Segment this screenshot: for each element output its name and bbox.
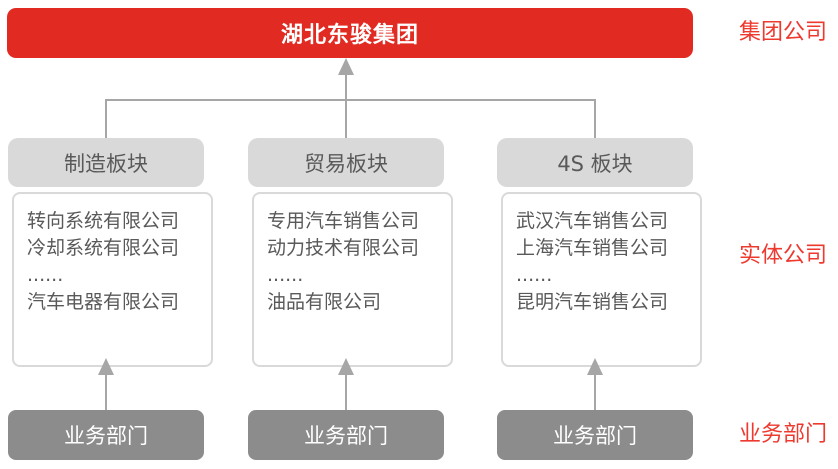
connector-line (345, 374, 347, 410)
sector-company-list-4s: 武汉汽车销售公司 上海汽车销售公司 ...... 昆明汽车销售公司 (501, 192, 702, 367)
side-label-entity: 实体公司 (739, 243, 828, 268)
arrow-up-icon (98, 358, 114, 375)
department-label: 业务部门 (64, 424, 148, 448)
sector-header-4s: 4S 板块 (497, 138, 693, 187)
connector-line (105, 101, 107, 138)
ellipsis-item: ...... (267, 264, 304, 286)
ellipsis-item: ...... (27, 264, 64, 286)
ellipsis-item: ...... (516, 264, 553, 286)
company-item: 上海汽车销售公司 (516, 237, 669, 259)
sector-company-list-manufacturing: 转向系统有限公司 冷却系统有限公司 ...... 汽车电器有限公司 (12, 192, 213, 367)
company-item: 动力技术有限公司 (267, 237, 420, 259)
connector-line (105, 374, 107, 410)
group-banner-title: 湖北东骏集团 (280, 23, 419, 48)
company-item: 汽车电器有限公司 (27, 291, 180, 313)
company-item: 转向系统有限公司 (27, 210, 180, 232)
sector-company-list-trading: 专用汽车销售公司 动力技术有限公司 ...... 油品有限公司 (252, 192, 453, 367)
group-banner: 湖北东骏集团 (7, 8, 693, 58)
company-item: 专用汽车销售公司 (267, 210, 420, 232)
sector-header-label: 4S 板块 (557, 151, 633, 176)
connector-line (594, 374, 596, 410)
company-item: 油品有限公司 (267, 291, 382, 313)
connector-line (594, 101, 596, 138)
department-box-4s: 业务部门 (497, 410, 693, 460)
company-item: 冷却系统有限公司 (27, 237, 180, 259)
side-label-department: 业务部门 (739, 422, 828, 447)
department-box-manufacturing: 业务部门 (8, 410, 204, 460)
side-label-group: 集团公司 (739, 20, 828, 45)
sector-header-label: 贸易板块 (304, 151, 388, 176)
department-label: 业务部门 (553, 424, 637, 448)
connector-line (345, 73, 347, 101)
arrow-up-icon (338, 58, 354, 75)
sector-header-manufacturing: 制造板块 (8, 138, 204, 187)
company-item: 武汉汽车销售公司 (516, 210, 669, 232)
sector-header-trading: 贸易板块 (248, 138, 444, 187)
department-label: 业务部门 (304, 424, 388, 448)
arrow-up-icon (587, 358, 603, 375)
sector-header-label: 制造板块 (64, 151, 148, 176)
connector-line (105, 99, 596, 101)
arrow-up-icon (338, 358, 354, 375)
department-box-trading: 业务部门 (248, 410, 444, 460)
company-item: 昆明汽车销售公司 (516, 291, 669, 313)
connector-line (345, 101, 347, 138)
